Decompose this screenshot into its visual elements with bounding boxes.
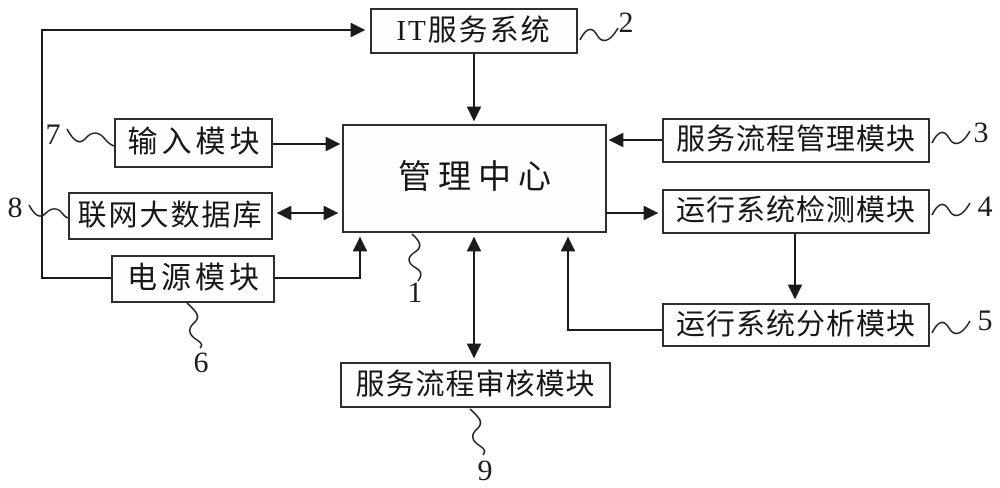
- edge-power-to-it-service: [41, 22, 366, 279]
- edge-analysis-to-center: [560, 236, 662, 331]
- leader-squiggle-6: [186, 302, 203, 349]
- node-label-power-module: 电源模块: [127, 262, 263, 295]
- node-power-module: 电源模块: [111, 255, 275, 303]
- leader-squiggle-7: [66, 128, 115, 147]
- ref-label-7: 7: [45, 118, 61, 151]
- ref-label-8: 8: [7, 191, 23, 224]
- node-label-input-module: 输入模块: [127, 126, 264, 159]
- ref-label-9: 9: [477, 454, 493, 487]
- node-service-process-audit-module: 服务流程审核模块: [340, 362, 611, 408]
- node-service-process-management-module: 服务流程管理模块: [662, 118, 930, 163]
- node-label-operation-system-analysis-module: 运行系统分析模块: [675, 308, 916, 341]
- leader-squiggle-5: [931, 320, 971, 335]
- ref-label-4: 4: [977, 190, 993, 223]
- node-it-service-system: IT服务系统: [370, 8, 578, 54]
- node-management-center: 管理中心: [342, 124, 607, 233]
- node-input-module: 输入模块: [114, 118, 273, 168]
- node-label-management-center: 管理中心: [398, 160, 558, 196]
- ref-label-6: 6: [193, 346, 209, 379]
- leader-squiggle-1: [408, 233, 422, 282]
- ref-label-2: 2: [618, 6, 634, 39]
- ref-label-1: 1: [407, 276, 423, 309]
- edge-power-to-center: [275, 236, 368, 279]
- node-label-operation-system-detection-module: 运行系统检测模块: [675, 195, 916, 227]
- ref-label-5: 5: [977, 304, 993, 337]
- node-operation-system-detection-module: 运行系统检测模块: [662, 189, 930, 234]
- leader-squiggle-8: [28, 204, 70, 219]
- node-networked-big-database: 联网大数据库: [68, 192, 273, 240]
- ref-label-3: 3: [973, 116, 989, 149]
- leader-squiggle-9: [469, 408, 486, 456]
- node-label-it-service-system: IT服务系统: [396, 14, 552, 47]
- leader-squiggle-4: [931, 202, 971, 217]
- node-label-service-process-audit-module: 服务流程审核模块: [355, 368, 596, 401]
- node-operation-system-analysis-module: 运行系统分析模块: [662, 303, 930, 347]
- node-label-service-process-management-module: 服务流程管理模块: [675, 124, 916, 156]
- leader-squiggle-2: [579, 27, 619, 42]
- leader-squiggle-3: [931, 130, 971, 145]
- node-label-networked-big-database: 联网大数据库: [77, 199, 264, 232]
